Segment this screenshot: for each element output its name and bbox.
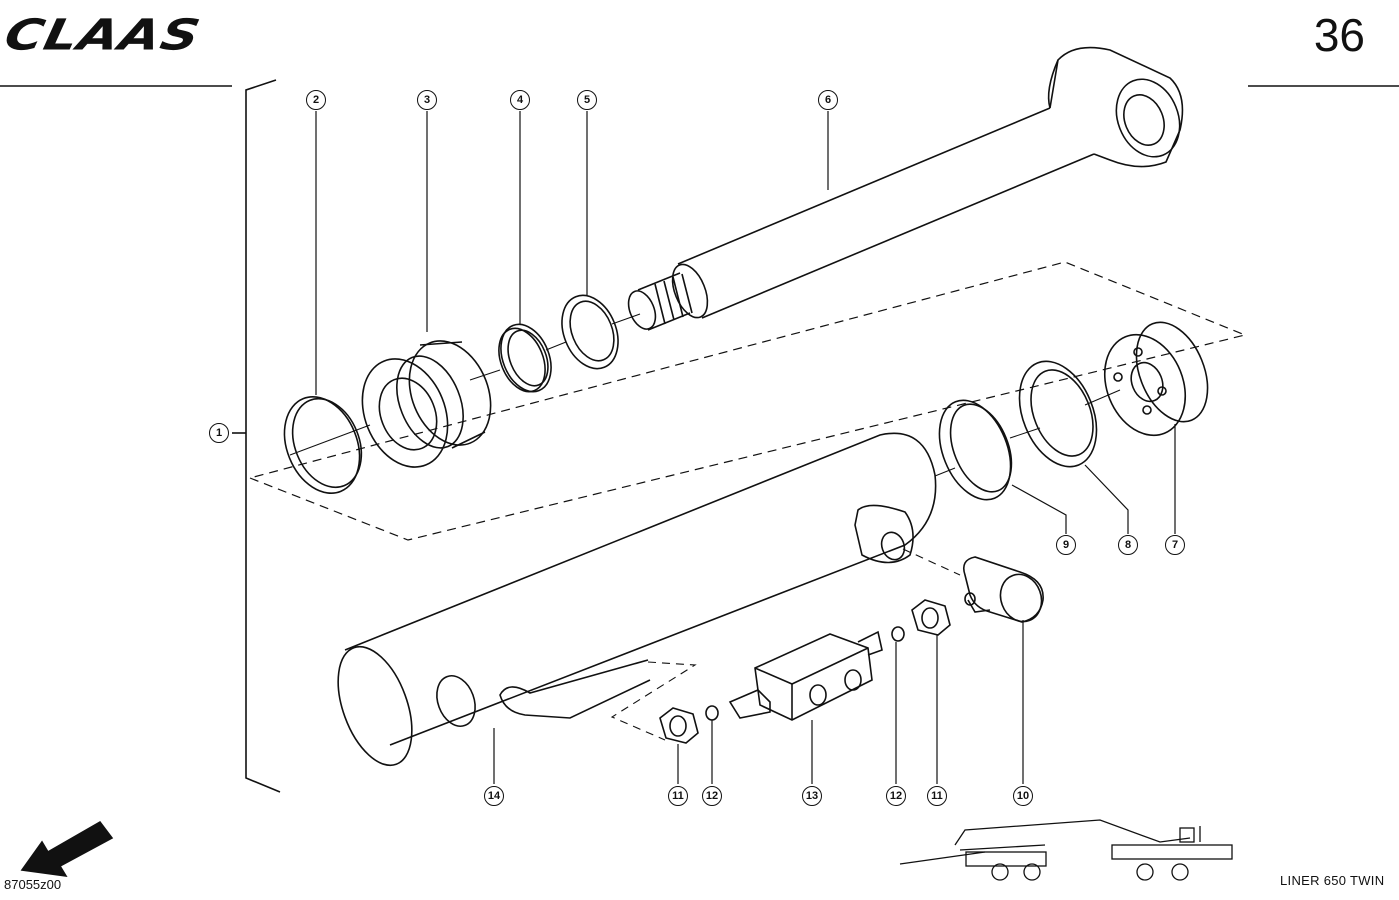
end-cap-part-7 [1103,321,1209,437]
axis-lines-top [289,313,641,456]
callout-7: 7 [1165,535,1185,555]
valve-block-part [728,630,883,721]
callout-4: 4 [510,90,530,110]
callout-5: 5 [577,90,597,110]
callout-9: 9 [1056,535,1076,555]
callout-13: 13 [802,786,822,806]
ring-part [561,294,619,370]
callout-12: 12 [702,786,722,806]
callout-10: 10 [1013,786,1033,806]
washer-part-8 [1018,360,1098,468]
drawing-number: 87055z00 [4,877,62,892]
seal-part-12 [705,626,905,721]
machine-thumbnail-icon [899,819,1233,881]
o-ring-part [283,396,363,494]
callout-1: 1 [209,423,229,443]
nut-part-right [911,599,951,636]
callout-11: 11 [927,786,947,806]
callout-leaders [315,111,1176,784]
callout-8: 8 [1118,535,1138,555]
callout-14: 14 [484,786,504,806]
callout-12: 12 [886,786,906,806]
piston-part [361,340,492,468]
callout-11: 11 [668,786,688,806]
axis-lines-right [934,389,1121,477]
assembly-outline-dashed [248,261,1247,541]
model-name: LINER 650 TWIN [1280,873,1385,888]
direction-arrow-icon [20,820,114,878]
callout-3: 3 [417,90,437,110]
piston-rod-part [627,46,1184,331]
callout-6: 6 [818,90,838,110]
nut-part-left [659,707,699,744]
seal-part [498,323,552,393]
callout-2: 2 [306,90,326,110]
connector-dashed [610,548,961,741]
ring-part-9 [938,399,1013,501]
cylinder-tube-part [337,432,937,767]
elbow-fitting-part [962,556,1044,623]
page-number: 36 [1313,9,1365,61]
assembly-bracket [232,79,281,793]
